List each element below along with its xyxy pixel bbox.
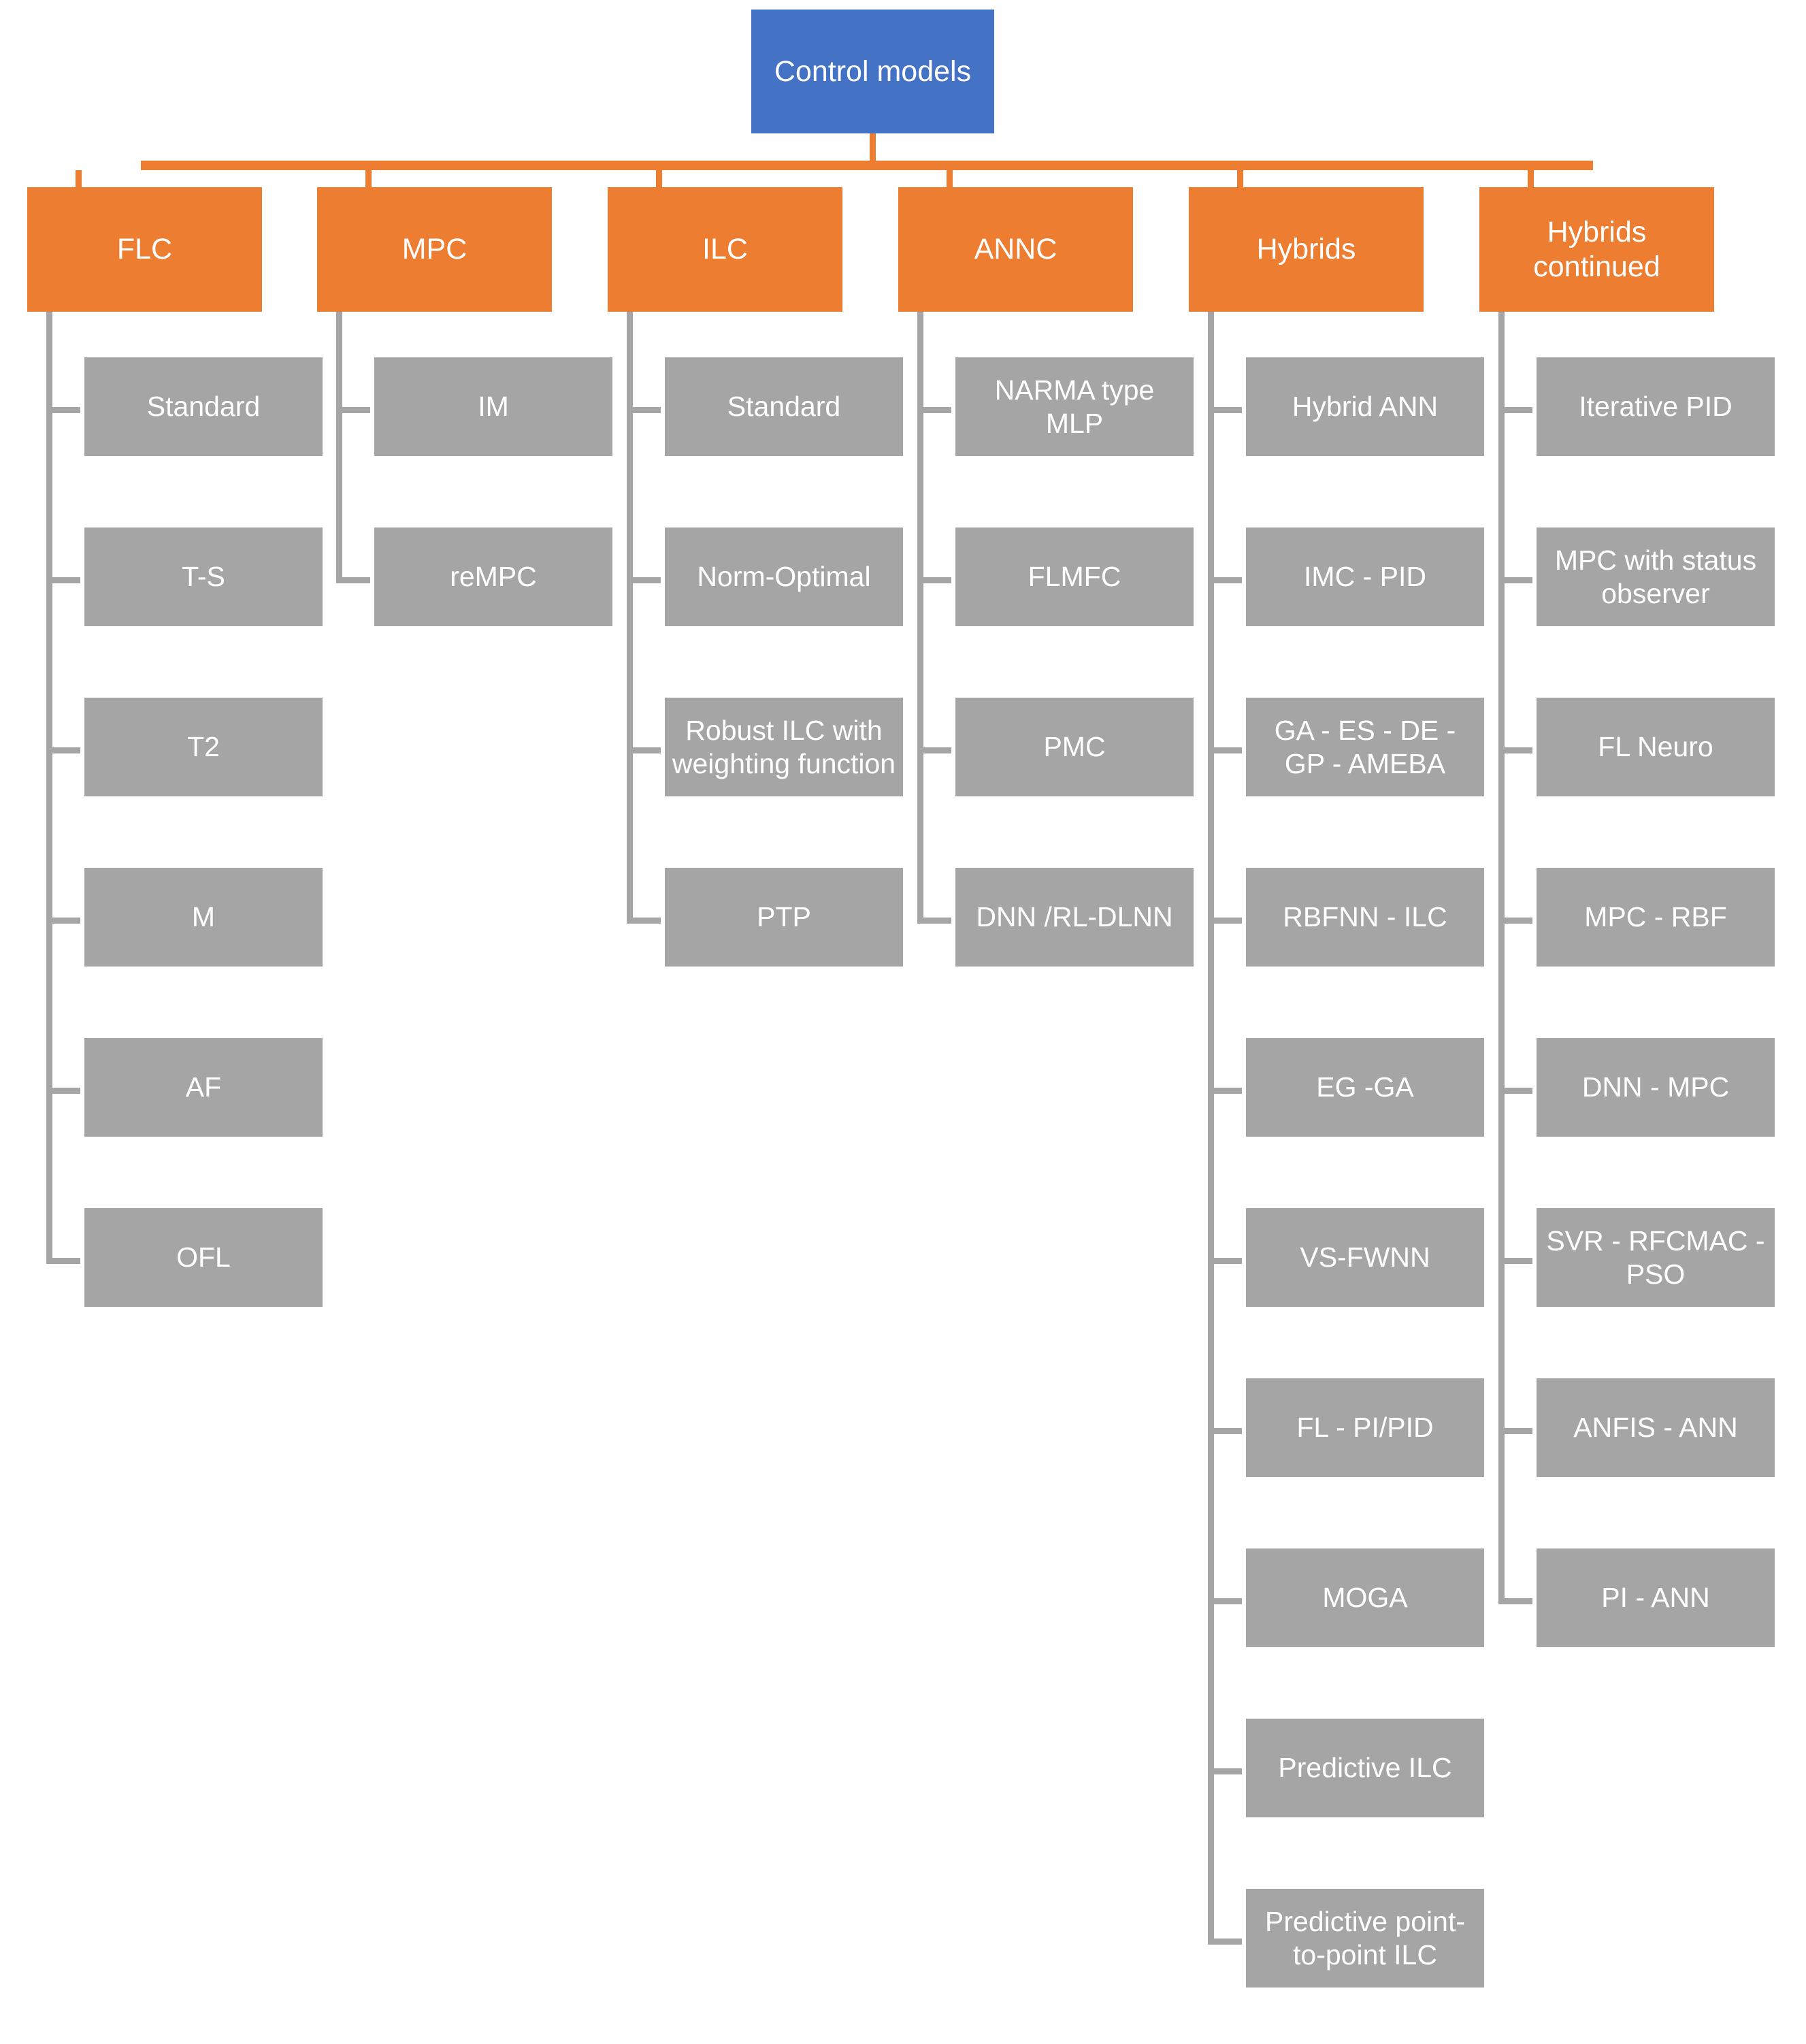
leaf-node[interactable]: RBFNN - ILC [1246,868,1484,967]
leaf-elbow-connector [46,1257,80,1264]
leaf-elbow-connector [1208,1768,1242,1774]
leaf-node[interactable]: Standard [84,357,323,456]
leaf-node[interactable]: Robust ILC with weighting function [665,698,903,796]
leaf-elbow-connector [917,577,951,583]
leaf-elbow-connector [1208,1427,1242,1434]
category-spine-connector [46,312,52,1264]
leaf-node[interactable]: IMC - PID [1246,528,1484,626]
leaf-node[interactable]: PTP [665,868,903,967]
leaf-elbow-connector [917,917,951,924]
leaf-elbow-connector [1498,1087,1532,1094]
leaf-elbow-connector [46,577,80,583]
leaf-elbow-connector [1498,747,1532,753]
leaf-node[interactable]: PMC [955,698,1194,796]
leaf-node[interactable]: FL Neuro [1537,698,1775,796]
leaf-node[interactable]: Predictive ILC [1246,1719,1484,1817]
leaf-node[interactable]: ANFIS - ANN [1537,1378,1775,1477]
category-drop-connector [1237,170,1243,187]
leaf-node[interactable]: GA - ES - DE - GP - AMEBA [1246,698,1484,796]
leaf-node[interactable]: AF [84,1038,323,1137]
leaf-node[interactable]: FL - PI/PID [1246,1378,1484,1477]
leaf-elbow-connector [1498,917,1532,924]
leaf-elbow-connector [917,406,951,413]
leaf-node[interactable]: Norm-Optimal [665,528,903,626]
leaf-node[interactable]: Predictive point-to-point ILC [1246,1889,1484,1988]
leaf-elbow-connector [46,747,80,753]
leaf-node[interactable]: Hybrid ANN [1246,357,1484,456]
category-node-mpc[interactable]: MPC [317,187,552,312]
category-spine-connector [336,312,342,583]
leaf-elbow-connector [1208,1597,1242,1604]
category-drop-connector [947,170,953,187]
leaf-elbow-connector [1208,1938,1242,1945]
leaf-node[interactable]: FLMFC [955,528,1194,626]
category-spine-connector [627,312,633,924]
leaf-node[interactable]: Standard [665,357,903,456]
leaf-node[interactable]: reMPC [374,528,612,626]
leaf-elbow-connector [1498,1257,1532,1264]
category-spine-connector [1208,312,1214,1945]
leaf-elbow-connector [46,917,80,924]
leaf-elbow-connector [336,577,370,583]
leaf-node[interactable]: PI - ANN [1537,1548,1775,1647]
root-stem-connector [870,133,876,166]
leaf-node[interactable]: MPC with status observer [1537,528,1775,626]
leaf-node[interactable]: DNN - MPC [1537,1038,1775,1137]
category-node-annc[interactable]: ANNC [898,187,1133,312]
leaf-node[interactable]: NARMA type MLP [955,357,1194,456]
leaf-elbow-connector [1208,747,1242,753]
category-node-ilc[interactable]: ILC [608,187,842,312]
leaf-node[interactable]: Iterative PID [1537,357,1775,456]
leaf-elbow-connector [1208,917,1242,924]
leaf-elbow-connector [1208,1087,1242,1094]
leaf-elbow-connector [1498,1427,1532,1434]
leaf-node[interactable]: T2 [84,698,323,796]
category-node-hybrids[interactable]: Hybrids [1189,187,1424,312]
leaf-node[interactable]: T-S [84,528,323,626]
leaf-elbow-connector [1208,577,1242,583]
category-spine-connector [1498,312,1505,1604]
category-node-flc[interactable]: FLC [27,187,262,312]
leaf-elbow-connector [336,406,370,413]
category-drop-connector [365,170,372,187]
leaf-elbow-connector [1498,406,1532,413]
leaf-node[interactable]: IM [374,357,612,456]
leaf-elbow-connector [46,406,80,413]
category-spine-connector [917,312,923,924]
leaf-node[interactable]: VS-FWNN [1246,1208,1484,1307]
leaf-elbow-connector [627,577,661,583]
category-drop-connector [1528,170,1534,187]
category-node-hybrids-continued[interactable]: Hybrids continued [1479,187,1714,312]
leaf-elbow-connector [917,747,951,753]
leaf-elbow-connector [1208,1257,1242,1264]
category-drop-connector [76,170,82,187]
category-drop-connector [656,170,662,187]
leaf-elbow-connector [627,747,661,753]
leaf-node[interactable]: MOGA [1246,1548,1484,1647]
leaf-node[interactable]: DNN /RL-DLNN [955,868,1194,967]
category-bus-connector [141,161,1593,170]
leaf-elbow-connector [1498,1597,1532,1604]
leaf-elbow-connector [1208,406,1242,413]
leaf-node[interactable]: EG -GA [1246,1038,1484,1137]
leaf-node[interactable]: OFL [84,1208,323,1307]
leaf-elbow-connector [627,406,661,413]
root-node-control-models[interactable]: Control models [751,10,994,133]
leaf-elbow-connector [46,1087,80,1094]
leaf-node[interactable]: SVR - RFCMAC - PSO [1537,1208,1775,1307]
leaf-node[interactable]: M [84,868,323,967]
leaf-elbow-connector [627,917,661,924]
leaf-elbow-connector [1498,577,1532,583]
leaf-node[interactable]: MPC - RBF [1537,868,1775,967]
